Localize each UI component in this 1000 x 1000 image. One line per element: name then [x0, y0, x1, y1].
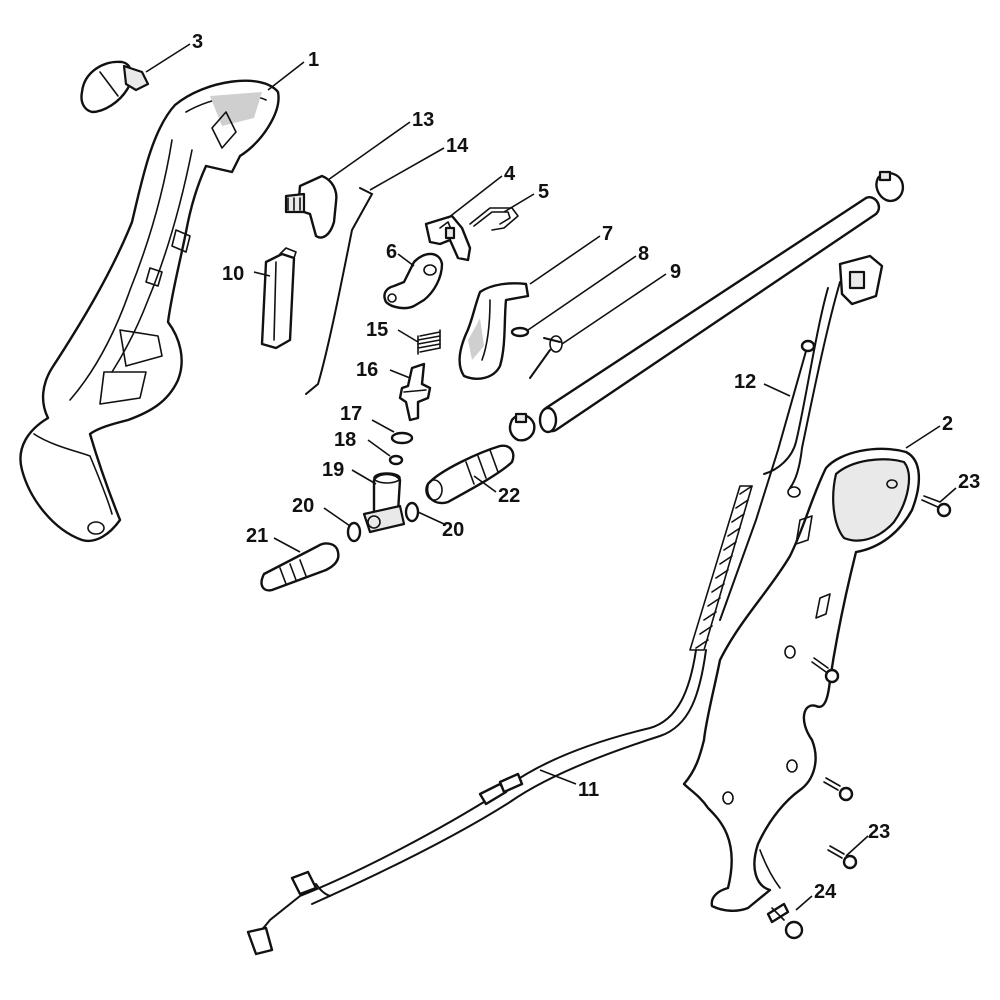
callout-11: 11	[578, 779, 599, 801]
part-4-bracket	[424, 214, 472, 262]
part-14-rod	[305, 187, 374, 395]
part-21-fitting	[260, 542, 340, 592]
callout-6: 6	[386, 241, 397, 263]
part-15-spring	[417, 329, 441, 355]
callout-9: 9	[670, 261, 681, 283]
callout-1: 1	[308, 49, 319, 71]
screw-mid-lower	[823, 777, 854, 802]
callout-20-right: 20	[442, 519, 464, 541]
callout-5: 5	[538, 181, 549, 203]
part-11-cable-harness	[246, 649, 707, 956]
callout-21: 21	[246, 525, 268, 547]
part-20-washer-right	[404, 501, 420, 523]
part-23-screw-bottom	[827, 845, 858, 870]
callout-23-bottom: 23	[868, 821, 890, 843]
part-16-valve	[398, 362, 432, 422]
part-9-spring	[529, 335, 563, 379]
part-3-cap	[80, 60, 150, 114]
part-12-cable-assembly	[719, 254, 884, 621]
callout-labels: 1 2 3 4 5 6 7 8 9 10 11 12 13 14 15 16 1…	[192, 31, 980, 903]
callout-8: 8	[638, 243, 649, 265]
part-8-pin	[510, 326, 530, 338]
callout-13: 13	[412, 109, 434, 131]
part-2-right-handle-housing	[682, 447, 921, 912]
hose	[538, 196, 881, 434]
callout-15: 15	[366, 319, 388, 341]
screw-mid-upper	[811, 657, 840, 684]
part-18-o-ring	[388, 454, 404, 466]
callout-4: 4	[504, 163, 516, 185]
callout-3: 3	[192, 31, 203, 53]
spring-guard	[689, 485, 753, 651]
hose-clamp-lower	[508, 412, 536, 442]
leader-lines	[145, 43, 957, 911]
callout-16: 16	[356, 359, 378, 381]
callout-7: 7	[602, 223, 613, 245]
hose-clamp-upper	[875, 170, 905, 203]
part-5-clip	[469, 207, 519, 231]
part-6-lever	[383, 252, 444, 310]
callout-12: 12	[734, 371, 756, 393]
part-20-washer-left	[346, 521, 362, 543]
part-7-trigger	[458, 282, 530, 380]
callout-17: 17	[340, 403, 362, 425]
callout-19: 19	[322, 459, 344, 481]
part-24-screw	[766, 902, 804, 940]
callout-18: 18	[334, 429, 356, 451]
callout-10: 10	[222, 263, 244, 285]
callout-14: 14	[446, 135, 469, 157]
part-17-o-ring	[390, 431, 414, 445]
callout-20-left: 20	[292, 495, 314, 517]
callout-22: 22	[498, 485, 520, 507]
part-13-switch	[284, 174, 338, 239]
part-22-fitting	[425, 444, 515, 505]
callout-24: 24	[814, 881, 837, 903]
part-1-left-handle-housing	[19, 79, 280, 543]
part-19-connector	[362, 472, 406, 534]
callout-2: 2	[942, 413, 953, 435]
part-23-screw-top	[921, 495, 952, 518]
callout-23-top: 23	[958, 471, 980, 493]
part-10-slide	[260, 247, 297, 350]
